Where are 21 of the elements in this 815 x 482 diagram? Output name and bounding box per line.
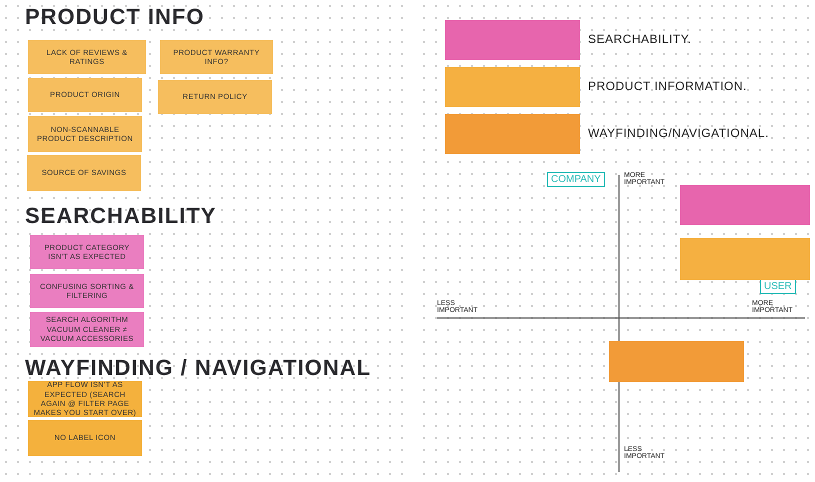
sticky-note (609, 341, 744, 382)
legend-label: WAYFINDING/NAVIGATIONAL. (588, 126, 769, 140)
section-heading: PRODUCT INFO (25, 4, 204, 30)
sticky-note (30, 274, 144, 308)
sticky-note (27, 155, 141, 191)
sticky-note (28, 78, 142, 112)
sticky-note (158, 80, 272, 114)
section-heading: SEARCHABILITY (25, 203, 216, 229)
legend-label: SEARCHABILITY. (588, 32, 692, 46)
sticky-note (30, 235, 144, 269)
sticky-note (680, 185, 810, 225)
sticky-note (28, 116, 142, 152)
sticky-note (160, 40, 273, 74)
sticky-note (28, 420, 142, 456)
boxed-label: USER (760, 279, 796, 294)
legend-label: PRODUCT INFORMATION. (588, 79, 747, 93)
sticky-note (680, 238, 810, 280)
boxed-label: COMPANY (547, 172, 605, 187)
section-heading: WAYFINDING / NAVIGATIONAL (25, 355, 372, 381)
sticky-note (28, 40, 146, 74)
sticky-note (30, 312, 144, 347)
